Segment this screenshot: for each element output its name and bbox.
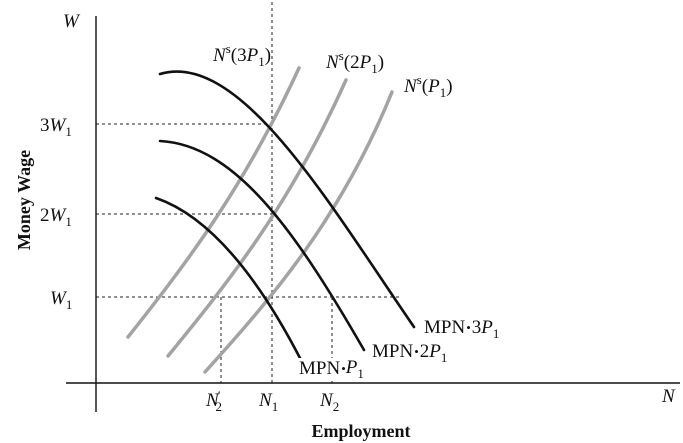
y-axis-title: Money Wage (14, 150, 34, 250)
x-tick-n2: N2 (319, 390, 339, 414)
demand-label-bg-p1 (296, 358, 392, 380)
demand-curve-p1 (154, 196, 303, 362)
y-tick-3w1: 3W1 (40, 115, 72, 139)
supply-label-p1: Ns(P1) (403, 72, 453, 100)
guide-lines (96, 2, 402, 383)
demand-curve-2p1 (158, 139, 366, 352)
demand-label-bg-3p1 (420, 315, 530, 339)
supply-curve-p1 (203, 90, 394, 374)
labor-demand-curves (154, 70, 416, 362)
supply-curve-3p1 (126, 66, 301, 339)
demand-label-3p1: MPN•3P1 (424, 317, 499, 341)
demand-curve-3p1 (158, 70, 416, 329)
y-tick-2w1: 2W1 (40, 205, 72, 229)
y-axis-symbol: W (63, 11, 81, 32)
x-tick-n1: N1 (258, 390, 278, 414)
supply-label-2p1: Ns(2P1) (325, 48, 384, 76)
labor-supply-curves (126, 66, 394, 374)
supply-label-3p1: Ns(3P1) (212, 41, 271, 69)
supply-curve-2p1 (166, 78, 348, 358)
demand-label-2p1: MPN•2P1 (372, 341, 447, 365)
x-axis-symbol: N (661, 386, 676, 407)
demand-label-p1: MPN•P1 (299, 357, 364, 381)
x-tick-n2prime: N′2 (205, 388, 222, 414)
x-axis-title: Employment (312, 421, 411, 441)
axes (66, 16, 680, 412)
y-tick-w1: W1 (50, 288, 72, 312)
